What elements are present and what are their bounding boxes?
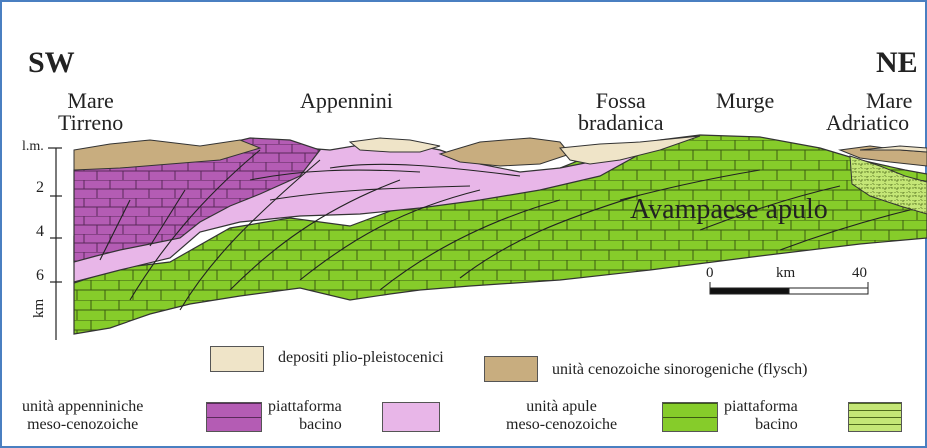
legend-label-apulian-units: unità apule meso-cenozoiche (506, 398, 617, 434)
legend-label-apennine-types: piattaforma bacino (268, 398, 342, 434)
scale-start-label: 0 (706, 266, 714, 281)
legend-swatch-plio-pleistocene (210, 346, 264, 372)
depth-unit-label: km (32, 299, 47, 318)
scale-unit-label: km (776, 266, 795, 281)
legend-label-plio-pleistocene: depositi plio-pleistocenici (278, 350, 444, 366)
legend-swatch-apennine-platform (206, 402, 262, 432)
plio-pleistocene-center (350, 138, 440, 152)
depth-tick-4: 4 (36, 224, 44, 240)
flysch-center (440, 138, 570, 166)
place-fossa-bradanica: Fossa bradanica (578, 90, 664, 134)
foreland-label: Avampaese apulo (630, 196, 828, 224)
direction-ne-label: NE (876, 48, 918, 78)
legend-swatch-apennine-basin (382, 402, 440, 432)
depth-tick-2: 2 (36, 180, 44, 196)
scale-end-label: 40 (852, 266, 867, 281)
depth-zero-label: l.m. (22, 140, 44, 154)
place-mare-tirreno: Mare Tirreno (58, 90, 123, 134)
place-murge: Murge (716, 90, 774, 112)
depth-tick-6: 6 (36, 268, 44, 284)
legend-swatch-apulian-platform (662, 402, 718, 432)
legend-swatch-flysch (484, 356, 538, 382)
legend-label-flysch: unità cenozoiche sinorogeniche (flysch) (552, 362, 807, 378)
legend-swatch-apulian-basin (848, 402, 902, 432)
depth-axis (48, 148, 62, 340)
place-appennini: Appennini (300, 90, 393, 112)
legend-label-apulian-types: piattaforma bacino (724, 398, 798, 434)
place-mare-adriatico: Mare Adriatico (826, 90, 912, 134)
scale-bar (710, 282, 868, 294)
legend-label-apennine-units: unità appenniniche meso-cenozoiche (22, 398, 143, 434)
direction-sw-label: SW (28, 48, 75, 78)
